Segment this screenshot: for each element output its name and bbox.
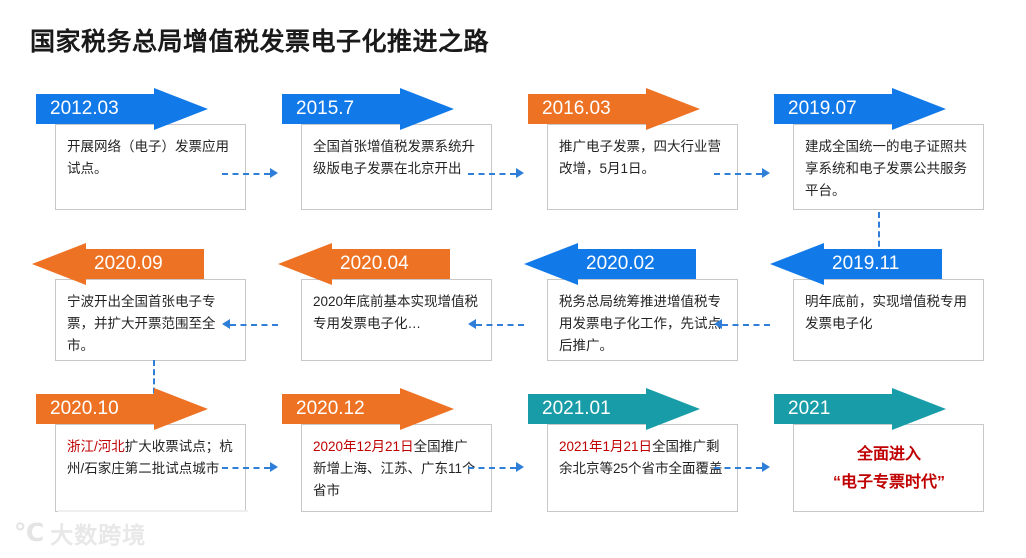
- description-box-2019-07: 建成全国统一的电子证照共享系统和电子发票公共服务平台。: [793, 124, 984, 210]
- connector-dash: [230, 324, 278, 326]
- timeline-cell-2020-12[interactable]: 2020.12 2020年12月21日全国推广新增上海、江苏、广东11个省市: [276, 388, 492, 528]
- connector-arrow-2020-10-to-2020-12: [222, 462, 278, 474]
- description-box-2020-09: 宁波开出全国首张电子专票，并扩大开票范围至全市。: [55, 279, 246, 361]
- description-box-2021: 全面进入 “电子专票时代”: [793, 424, 984, 512]
- timeline-cell-2019-07[interactable]: 2019.07 建成全国统一的电子证照共享系统和电子发票公共服务平台。: [768, 88, 984, 228]
- conclusion-line-2: “电子专票时代”: [832, 474, 945, 491]
- timeline-cell-2020-10[interactable]: 2020.10 浙江/河北扩大收票试点；杭州/石家庄第二批试点城市: [30, 388, 246, 528]
- description-box-2012-03: 开展网络（电子）发票应用试点。: [55, 124, 246, 210]
- connector-arrow-2015-to-2016: [468, 168, 524, 180]
- description-box-2020-04: 2020年底前基本实现增值税专用发票电子化…: [301, 279, 492, 361]
- timeline-cell-2020-02[interactable]: 2020.02 税务总局统筹推进增值税专用发票电子化工作，先试点后推广。: [522, 243, 738, 383]
- connector-arrow-2021-01-to-2021: [714, 462, 770, 474]
- timeline-cell-2020-09[interactable]: 2020.09 宁波开出全国首张电子专票，并扩大开票范围至全市。: [30, 243, 246, 383]
- connector-dash: [468, 173, 516, 175]
- connector-dash: [476, 324, 524, 326]
- description-box-2020-12: 2020年12月21日全国推广新增上海、江苏、广东11个省市: [301, 424, 492, 512]
- timeline-row-1: 2012.03 开展网络（电子）发票应用试点。 2015.7 全国首张增值税发票…: [0, 88, 1026, 233]
- highlight-text: 2021年1月21日: [559, 439, 653, 454]
- body-text: 全国推广剩余北京等25个省市全面覆盖: [559, 439, 723, 476]
- description-box-2020-10: 浙江/河北扩大收票试点；杭州/石家庄第二批试点城市: [55, 424, 246, 512]
- conclusion-line-1: 全面进入: [856, 446, 921, 463]
- timeline-row-2: 2020.09 宁波开出全国首张电子专票，并扩大开票范围至全市。 2020.04…: [0, 243, 1026, 388]
- connector-arrow-2016-to-2019-07: [714, 168, 770, 180]
- date-banner-2020-02: 2020.02: [524, 243, 696, 285]
- connector-dash: [722, 324, 770, 326]
- connector-dash: [878, 212, 880, 266]
- connector-arrowhead-right-icon: [762, 462, 770, 472]
- body-text: 全国推广新增上海、江苏、广东11个省市: [313, 439, 476, 498]
- connector-dash: [468, 467, 516, 469]
- timeline-row-3: 2020.10 浙江/河北扩大收票试点；杭州/石家庄第二批试点城市 2020.1…: [0, 388, 1026, 533]
- timeline-cell-2012-03[interactable]: 2012.03 开展网络（电子）发票应用试点。: [30, 88, 246, 228]
- timeline-cell-2020-04[interactable]: 2020.04 2020年底前基本实现增值税专用发票电子化…: [276, 243, 492, 383]
- watermark: ℃ 大数跨境: [14, 516, 146, 550]
- connector-dash: [714, 467, 762, 469]
- page-title: 国家税务总局增值税发票电子化推进之路: [30, 28, 490, 56]
- connector-arrow-2020-02-to-2020-04: [468, 319, 524, 331]
- connector-arrowhead-right-icon: [270, 168, 278, 178]
- connector-dash: [222, 173, 270, 175]
- connector-dash: [153, 360, 155, 412]
- date-banner-2020-10: 2020.10: [36, 388, 208, 430]
- description-box-2019-11: 明年底前，实现增值税专用发票电子化: [793, 279, 984, 361]
- description-box-2015-7: 全国首张增值税发票系统升级版电子发票在北京开出: [301, 124, 492, 210]
- highlight-text: 2020年12月21日: [313, 439, 414, 454]
- connector-dash: [714, 173, 762, 175]
- timeline-cell-2021[interactable]: 2021 全面进入 “电子专票时代”: [768, 388, 984, 528]
- description-box-2020-02: 税务总局统筹推进增值税专用发票电子化工作，先试点后推广。: [547, 279, 738, 361]
- connector-arrowhead-right-icon: [516, 462, 524, 472]
- connector-dash: [222, 467, 270, 469]
- watermark-rule: [58, 510, 248, 512]
- connector-arrowhead-right-icon: [270, 462, 278, 472]
- date-banner-2020-04: 2020.04: [278, 243, 450, 285]
- connector-arrow-2020-12-to-2021-01: [468, 462, 524, 474]
- description-box-2021-01: 2021年1月21日全国推广剩余北京等25个省市全面覆盖: [547, 424, 738, 512]
- timeline-cell-2015-7[interactable]: 2015.7 全国首张增值税发票系统升级版电子发票在北京开出: [276, 88, 492, 228]
- connector-arrowhead-left-icon: [468, 319, 476, 329]
- connector-arrowhead-left-icon: [714, 319, 722, 329]
- connector-arrow-2020-04-to-2020-09: [222, 319, 278, 331]
- connector-arrowhead-left-icon: [222, 319, 230, 329]
- timeline-cell-2016-03[interactable]: 2016.03 推广电子发票，四大行业营改增，5月1日。: [522, 88, 738, 228]
- connector-arrow-2019-11-to-2020-02: [714, 319, 770, 331]
- connector-arrow-2012-to-2015: [222, 168, 278, 180]
- highlight-text: 浙江/河北: [67, 439, 125, 454]
- timeline-cell-2019-11[interactable]: 2019.11 明年底前，实现增值税专用发票电子化: [768, 243, 984, 383]
- watermark-label: 大数跨境: [50, 522, 147, 548]
- connector-arrowhead-right-icon: [516, 168, 524, 178]
- body-text: 扩大收票试点；杭州/石家庄第二批试点城市: [67, 439, 233, 476]
- connector-arrowhead-right-icon: [762, 168, 770, 178]
- timeline-cell-2021-01[interactable]: 2021.01 2021年1月21日全国推广剩余北京等25个省市全面覆盖: [522, 388, 738, 528]
- description-box-2016-03: 推广电子发票，四大行业营改增，5月1日。: [547, 124, 738, 210]
- watermark-logo-icon: ℃: [14, 519, 44, 547]
